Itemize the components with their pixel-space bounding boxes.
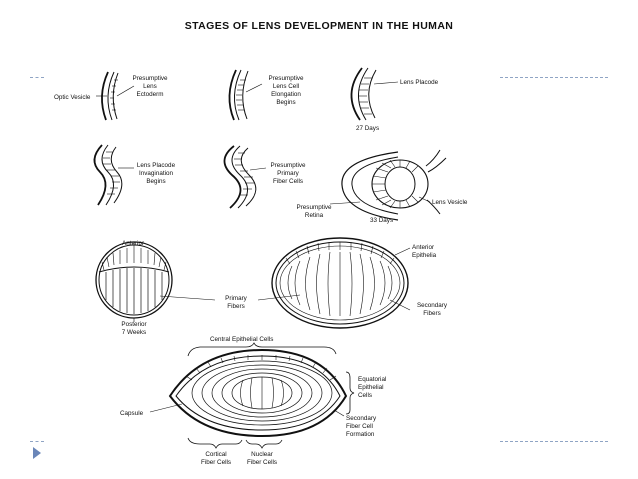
svg-text:Presumptive: Presumptive <box>271 162 306 169</box>
stage-optic-vesicle <box>96 71 135 121</box>
svg-text:Begins: Begins <box>146 178 165 185</box>
divider-bottom-left <box>30 441 44 442</box>
stage-invagination <box>93 144 134 206</box>
svg-text:Posterior: Posterior <box>121 321 146 328</box>
label-lens-vesicle: Lens Vesicle <box>432 199 468 206</box>
stage-elongation <box>228 69 263 121</box>
svg-text:Fibers: Fibers <box>423 310 441 317</box>
svg-text:Fiber Cells: Fiber Cells <box>201 459 231 466</box>
svg-text:Secondary: Secondary <box>417 302 448 309</box>
svg-text:Lens Cell: Lens Cell <box>273 83 299 90</box>
label-optic-vesicle: Optic Vesicle <box>54 94 91 101</box>
svg-text:Lens: Lens <box>143 83 157 90</box>
label-cortical-fiber-cells: Cortical Fiber Cells <box>201 451 231 466</box>
svg-text:Presumptive: Presumptive <box>133 75 168 82</box>
svg-text:Primary: Primary <box>277 170 300 177</box>
svg-text:Presumptive: Presumptive <box>269 75 304 82</box>
svg-text:Ectoderm: Ectoderm <box>137 91 164 98</box>
stage-lens-placode <box>350 67 399 121</box>
divider-top-right <box>500 77 608 78</box>
stage-seven-weeks <box>95 241 216 322</box>
svg-text:Fiber Cells: Fiber Cells <box>273 178 303 185</box>
divider-top-left <box>30 77 44 78</box>
svg-text:Retina: Retina <box>305 212 324 219</box>
svg-text:Epithelia: Epithelia <box>412 252 437 259</box>
label-33-days: 33 Days <box>370 217 393 224</box>
stage-secondary-fibers <box>257 237 411 329</box>
label-anterior-epithelia: Anterior Epithelia <box>412 244 437 259</box>
label-primary-fibers: Primary Fibers <box>225 295 248 310</box>
svg-text:Anterior: Anterior <box>412 244 434 251</box>
label-secondary-fiber-cell-formation: Secondary Fiber Cell Formation <box>346 415 377 438</box>
svg-text:Cells: Cells <box>358 392 372 399</box>
svg-text:Cortical: Cortical <box>205 451 226 458</box>
label-lens-placode: Lens Placode <box>400 79 439 86</box>
svg-text:7 Weeks: 7 Weeks <box>122 329 146 336</box>
label-27-days: 27 Days <box>356 125 379 132</box>
label-presumptive-retina: Presumptive Retina <box>297 204 332 219</box>
label-lens-placode-invagination: Lens Placode Invagination Begins <box>137 162 176 185</box>
diagram-title: STAGES OF LENS DEVELOPMENT IN THE HUMAN <box>184 20 454 32</box>
label-equatorial-epithelial-cells: Equatorial Epithelial Cells <box>358 376 386 399</box>
label-secondary-fibers: Secondary Fibers <box>417 302 448 317</box>
svg-text:Epithelial: Epithelial <box>358 384 384 391</box>
svg-text:Fiber Cells: Fiber Cells <box>247 459 277 466</box>
stage-lens-vesicle <box>329 149 447 221</box>
divider-bottom-right <box>500 441 608 442</box>
label-posterior-7-weeks: Posterior 7 Weeks <box>121 321 146 336</box>
svg-text:Secondary: Secondary <box>346 415 377 422</box>
svg-text:Equatorial: Equatorial <box>358 376 386 383</box>
stage-mature-lens <box>149 342 355 449</box>
label-anterior: Anterior <box>122 240 144 247</box>
label-presumptive-primary-fiber-cells: Presumptive Primary Fiber Cells <box>271 162 306 185</box>
svg-text:Nuclear: Nuclear <box>251 451 273 458</box>
svg-text:Begins: Begins <box>276 99 295 106</box>
svg-text:Invagination: Invagination <box>139 170 173 177</box>
label-capsule: Capsule <box>120 410 144 417</box>
svg-text:Lens Placode: Lens Placode <box>137 162 176 169</box>
triangle-bullet-icon <box>33 447 41 459</box>
svg-text:Elongation: Elongation <box>271 91 301 98</box>
label-central-epithelial-cells: Central Epithelial Cells <box>210 336 273 343</box>
label-presumptive-lens-cell-elongation: Presumptive Lens Cell Elongation Begins <box>269 75 304 106</box>
label-nuclear-fiber-cells: Nuclear Fiber Cells <box>247 451 277 466</box>
svg-text:Fibers: Fibers <box>227 303 245 310</box>
svg-text:Formation: Formation <box>346 431 375 438</box>
svg-text:Fiber Cell: Fiber Cell <box>346 423 373 430</box>
svg-text:Presumptive: Presumptive <box>297 204 332 211</box>
svg-text:Primary: Primary <box>225 295 248 302</box>
stage-primary-fiber-cells <box>223 145 267 209</box>
label-presumptive-lens-ectoderm: Presumptive Lens Ectoderm <box>133 75 168 98</box>
